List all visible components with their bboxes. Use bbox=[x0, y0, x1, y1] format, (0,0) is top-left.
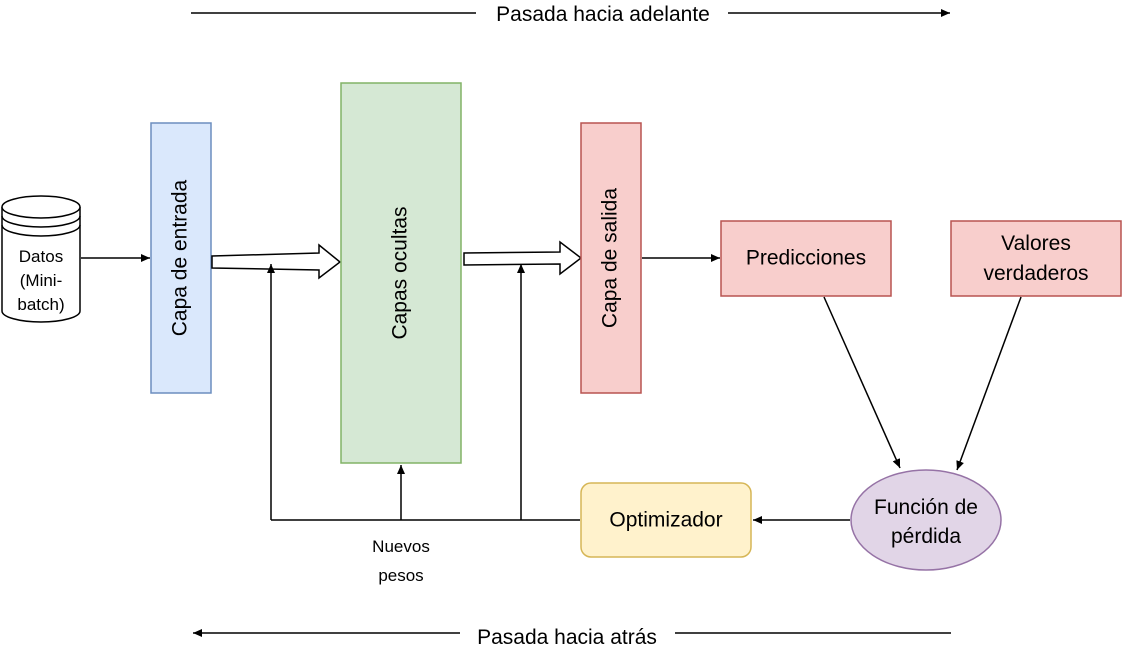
arrow-predictions-to-loss bbox=[823, 296, 901, 469]
true-values-box: Valores verdaderos bbox=[950, 220, 1122, 297]
optimizer-box: Optimizador bbox=[580, 482, 752, 558]
hidden-layers-label: Capas ocultas bbox=[389, 206, 412, 339]
new-weights-label-line2: pesos bbox=[378, 566, 423, 585]
data-cylinder: Datos (Mini- batch) bbox=[1, 195, 81, 323]
data-label-line1: Datos bbox=[19, 247, 63, 266]
predictions-label: Predicciones bbox=[746, 247, 866, 270]
true-values-label-line1: Valores bbox=[1001, 232, 1071, 255]
new-weights-label-line1: Nuevos bbox=[372, 537, 430, 556]
block-arrow-hidden-to-output bbox=[463, 240, 583, 276]
data-label-line2: (Mini- bbox=[20, 271, 63, 290]
data-label-line3: batch) bbox=[17, 295, 64, 314]
block-arrow-input-to-hidden bbox=[211, 243, 342, 280]
backward-pass-arrow: Pasada hacia atrás bbox=[193, 626, 951, 649]
output-layer-box: Capa de salida bbox=[580, 122, 642, 394]
hidden-layers-box: Capas ocultas bbox=[340, 82, 462, 464]
loss-function-label-line2: pérdida bbox=[891, 525, 961, 548]
loss-function-label-line1: Función de bbox=[874, 496, 978, 519]
forward-pass-label: Pasada hacia adelante bbox=[496, 3, 710, 26]
loss-function-ellipse: Función de pérdida bbox=[850, 469, 1002, 571]
arrow-true-values-to-loss bbox=[956, 296, 1022, 471]
output-layer-label: Capa de salida bbox=[599, 188, 622, 328]
forward-pass-arrow: Pasada hacia adelante bbox=[191, 3, 950, 26]
true-values-label-line2: verdaderos bbox=[983, 262, 1088, 285]
input-layer-label: Capa de entrada bbox=[169, 179, 192, 336]
predictions-box: Predicciones bbox=[720, 220, 892, 297]
optimizer-label: Optimizador bbox=[609, 509, 722, 532]
backward-pass-label: Pasada hacia atrás bbox=[477, 626, 657, 649]
input-layer-box: Capa de entrada bbox=[150, 122, 212, 394]
weight-update-connectors bbox=[267, 264, 580, 521]
